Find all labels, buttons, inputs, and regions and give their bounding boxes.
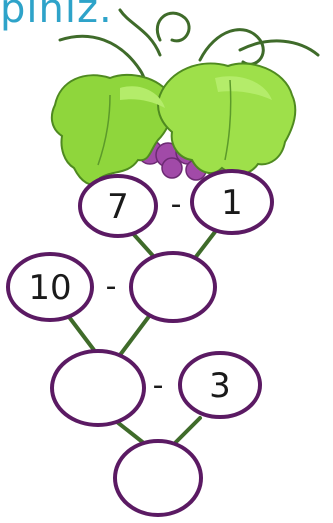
left-leaf	[52, 75, 172, 184]
number-mid-left: 10	[28, 268, 71, 308]
circle-mid-right[interactable]	[131, 253, 215, 321]
circle-lower-left[interactable]	[52, 351, 144, 425]
minus-sign-top: -	[171, 187, 182, 222]
number-top-left: 7	[107, 187, 129, 227]
minus-sign-lower: -	[153, 368, 164, 403]
minus-sign-middle: -	[106, 269, 117, 304]
number-top-right: 1	[221, 183, 243, 223]
circle-bottom[interactable]	[115, 441, 201, 515]
number-lower-right: 3	[209, 366, 231, 406]
